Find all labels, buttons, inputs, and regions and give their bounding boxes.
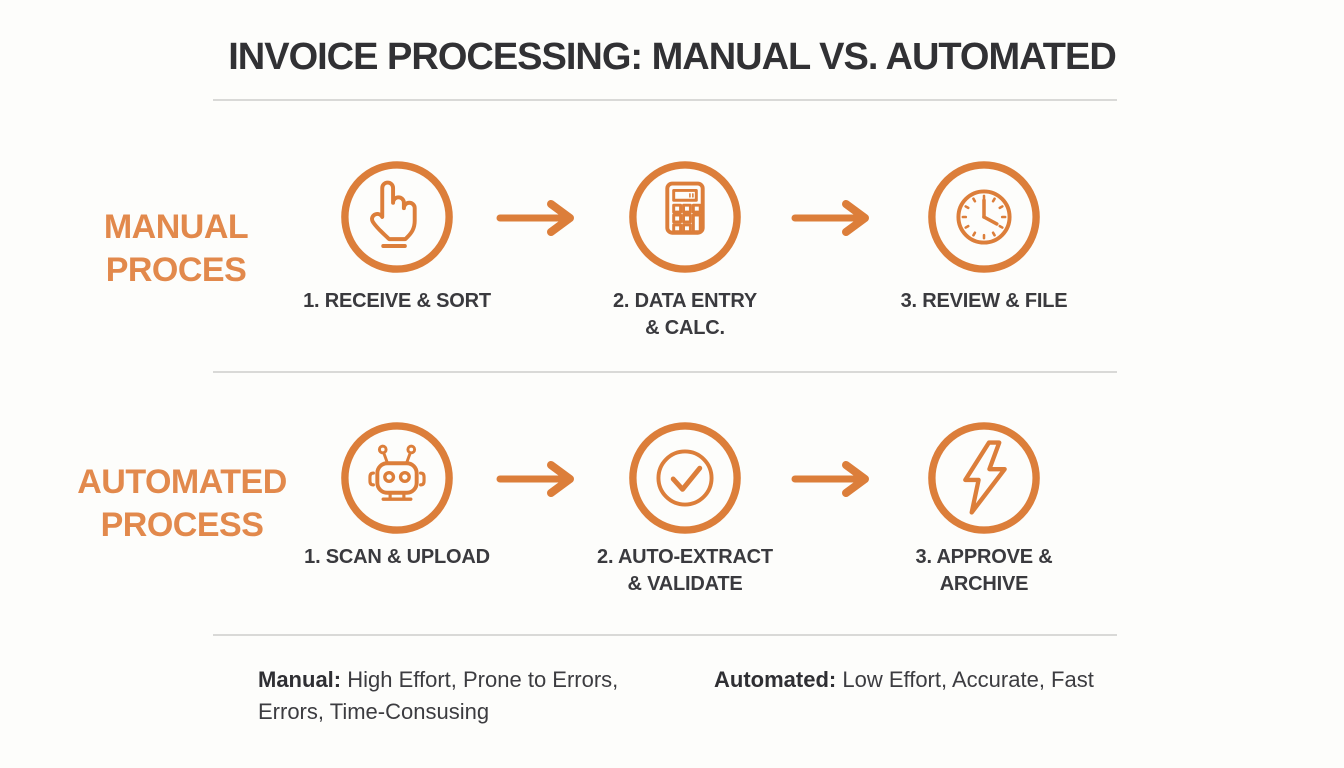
divider-bottom: [213, 634, 1117, 636]
manual-summary: Manual: High Effort, Prone to Errors, Er…: [258, 664, 658, 728]
page-title: INVOICE PROCESSING: MANUAL VS. AUTOMATED: [228, 36, 1117, 78]
manual-step2-icon-badge: [626, 158, 744, 276]
manual-summary-line2: Errors, Time-Consusing: [258, 699, 490, 724]
manual-summary-label: Manual:: [258, 667, 342, 692]
automated-step2-icon-badge: [626, 419, 744, 537]
automated-label-line1: AUTOMATED: [77, 463, 287, 501]
automated-step2-label: 2. AUTO-EXTRACT & VALIDATE: [597, 546, 773, 595]
hand-pointer-icon: [341, 161, 453, 273]
manual-step1-icon-badge: [338, 158, 456, 276]
robot-icon: [341, 422, 453, 534]
manual-summary-line1: High Effort, Prone to Errors,: [347, 667, 619, 692]
arrow-right-icon: [789, 196, 879, 240]
automated-summary: Automated: Low Effort, Accurate, Fast: [714, 664, 1154, 696]
arrow-right-icon: [494, 196, 584, 240]
automated-step3-label: 3. APPROVE & ARCHIVE: [915, 546, 1053, 595]
manual-step3-label: 3. REVIEW & FILE: [900, 290, 1068, 312]
lightning-bolt-icon: [928, 422, 1040, 534]
manual-step3-icon-badge: [925, 158, 1043, 276]
arrow-right-icon: [494, 457, 584, 501]
clock-icon: [928, 161, 1040, 273]
manual-process-row-label: MANUAL PROCES: [40, 206, 312, 292]
automated-summary-label: Automated:: [714, 667, 837, 692]
automated-label-line2: PROCESS: [100, 506, 264, 544]
automated-step3-icon-badge: [925, 419, 1043, 537]
manual-label-line1: MANUAL: [103, 208, 249, 246]
automated-summary-line1: Low Effort, Accurate, Fast: [842, 667, 1094, 692]
calculator-icon: [629, 161, 741, 273]
automated-step1-label: 1. SCAN & UPLOAD: [304, 546, 490, 568]
check-circle-icon: [629, 422, 741, 534]
manual-label-line2: PROCES: [105, 251, 247, 289]
arrow-right-icon: [789, 457, 879, 501]
automated-process-row-label: AUTOMATED PROCESS: [40, 461, 324, 547]
manual-step1-label: 1. RECEIVE & SORT: [303, 290, 491, 312]
automated-step1-icon-badge: [338, 419, 456, 537]
manual-step2-label: 2. DATA ENTRY & CALC.: [612, 290, 758, 339]
divider-middle: [213, 371, 1117, 373]
divider-top: [213, 99, 1117, 101]
